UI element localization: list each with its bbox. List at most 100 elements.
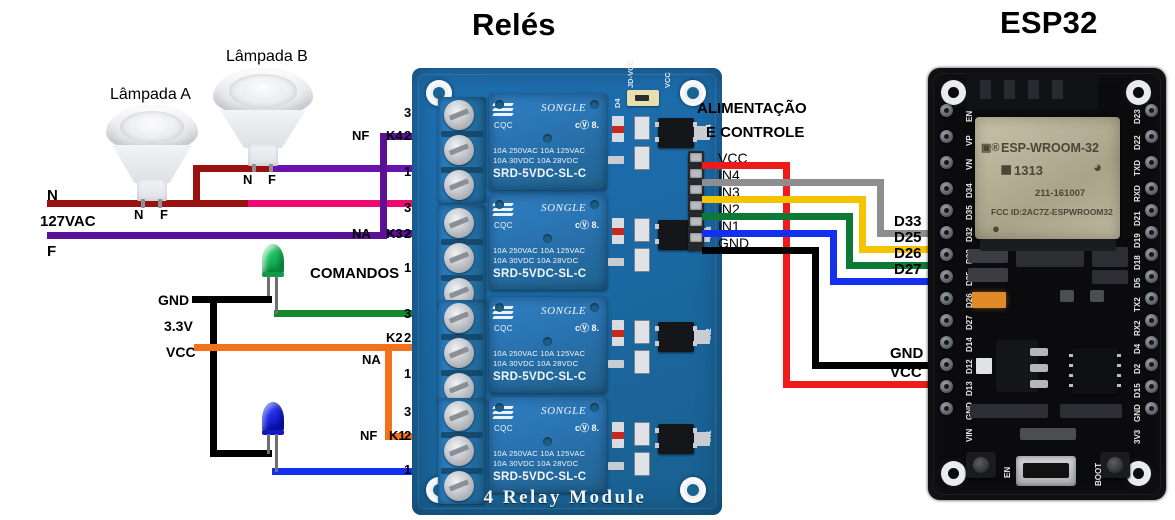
terminal-k2-pin1: 1	[404, 366, 412, 381]
terminal-screw-k1-3[interactable]	[444, 401, 474, 431]
esp-pin-hole-left[interactable]	[940, 248, 953, 261]
esp-logo-icon: ▣®	[981, 142, 1000, 154]
header-pin-in2[interactable]	[690, 201, 702, 210]
relay-cert: CQC	[494, 324, 513, 333]
terminal-block-k4[interactable]	[438, 97, 486, 203]
relay-cert: CQC	[494, 424, 513, 433]
esp-pin-hole-right[interactable]	[1145, 336, 1158, 349]
wire-gnd-black-h1	[702, 247, 818, 254]
diode-d3	[612, 218, 624, 244]
lamp-a-label-n: N	[134, 207, 144, 222]
jd-vcc-jumper[interactable]	[627, 90, 659, 106]
terminal-screw-k2-1[interactable]	[444, 373, 474, 403]
micro-usb-port[interactable]	[1016, 456, 1076, 486]
esp-pinlabel-d4: D4	[1133, 343, 1142, 354]
header-pin-in3[interactable]	[690, 185, 702, 194]
relay-header-strip[interactable]	[688, 151, 704, 251]
esp-pin-hole-left[interactable]	[940, 402, 953, 415]
en-button-label: EN	[1003, 466, 1012, 478]
relay-hole	[543, 134, 552, 143]
led-green-leg-2	[275, 276, 278, 314]
wire-vcc-red-h1	[702, 162, 787, 169]
esp-pin-hole-left[interactable]	[940, 358, 953, 371]
terminal-screw-k3-2[interactable]	[444, 243, 474, 273]
boot-button[interactable]	[1100, 452, 1130, 478]
esp-module-pads	[980, 239, 1116, 251]
esp-pin-hole-left[interactable]	[940, 380, 953, 393]
lamp-b-inner-ring	[242, 79, 284, 100]
terminal-block-k3[interactable]	[438, 205, 486, 311]
esp-pin-hole-left[interactable]	[940, 336, 953, 349]
terminal-screw-k3-3[interactable]	[444, 208, 474, 238]
header-pin-gnd[interactable]	[690, 233, 702, 242]
esp-pinlabel-d32: D32	[965, 227, 974, 242]
esp-pin-hole-right[interactable]	[1145, 182, 1158, 195]
terminal-k4-contact: NF	[352, 128, 370, 143]
esp-pin-hole-right[interactable]	[1145, 248, 1158, 261]
esp-pin-hole-left[interactable]	[940, 156, 953, 169]
esp-pin-hole-right[interactable]	[1145, 204, 1158, 217]
esp-pin-hole-left[interactable]	[940, 226, 953, 239]
wire-neutral-to-lampA	[193, 165, 293, 172]
terminal-screw-k2-3[interactable]	[444, 303, 474, 333]
led-blue-leg-1	[267, 434, 270, 454]
esp-pin-hole-right[interactable]	[1145, 292, 1158, 305]
wire-gnd-bottom	[210, 450, 272, 457]
terminal-k3-pin1: 1	[404, 260, 412, 275]
silk-vcc: VCC	[663, 72, 672, 88]
lamp-b	[213, 68, 313, 172]
wire-phase-lampA-magenta	[248, 200, 448, 207]
header-pin-in1[interactable]	[690, 217, 702, 226]
smd-pad	[608, 156, 624, 164]
terminal-screw-k4-3[interactable]	[444, 100, 474, 130]
en-button[interactable]	[966, 452, 996, 478]
relay-module-board[interactable]: SONGLE CQC cⓋ​ 8. 10A 250VAC 10A 125VAC …	[412, 60, 722, 515]
terminal-block-k2[interactable]	[438, 300, 486, 406]
esp32-pcb-antenna	[966, 72, 1098, 110]
esp-pinlabel-d12: D12	[965, 359, 974, 374]
esp-pin-hole-left[interactable]	[940, 270, 953, 283]
terminal-slot	[441, 468, 483, 474]
wire-phase-bus-riser	[380, 133, 387, 237]
relay-ul-mark: cⓋ​ 8.	[574, 423, 599, 433]
lamp-b-pin-n	[252, 164, 256, 172]
esp-pin-hole-left[interactable]	[940, 130, 953, 143]
esp-pin-hole-left[interactable]	[940, 182, 953, 195]
terminal-k3-pin2: 2	[404, 226, 412, 241]
esp-pin-hole-right[interactable]	[1145, 226, 1158, 239]
relay-spec-2: 10A 30VDC 10A 28VDC	[493, 156, 579, 165]
esp-pin-hole-right[interactable]	[1145, 130, 1158, 143]
relay-hole	[495, 100, 504, 109]
esp-pin-hole-right[interactable]	[1145, 380, 1158, 393]
relay-spec-2: 10A 30VDC 10A 28VDC	[493, 359, 579, 368]
esp-pin-hole-left[interactable]	[940, 204, 953, 217]
terminal-screw-k1-2[interactable]	[444, 436, 474, 466]
esp-pin-hole-right[interactable]	[1145, 402, 1158, 415]
esp-pin-hole-right[interactable]	[1145, 270, 1158, 283]
terminal-screw-k2-2[interactable]	[444, 338, 474, 368]
esp-pin-hole-right[interactable]	[1145, 358, 1158, 371]
header-pin-in4[interactable]	[690, 169, 702, 178]
module-name: ESP-WROOM-32	[1001, 141, 1099, 155]
wire-in1-blue-v	[830, 230, 837, 282]
wire-gnd-black-v	[812, 247, 819, 365]
label-neutral: N	[47, 187, 58, 204]
boot-button-label: BOOT	[1094, 462, 1103, 486]
terminal-screw-k4-2[interactable]	[444, 135, 474, 165]
terminal-k1-pin2: 2	[404, 428, 412, 443]
esp-pin-hole-left[interactable]	[940, 314, 953, 327]
header-pin-vcc[interactable]	[690, 153, 702, 162]
esp-pin-hole-left[interactable]	[940, 292, 953, 305]
esp-pin-hole-right[interactable]	[1145, 156, 1158, 169]
lamp-a-base	[137, 179, 167, 201]
terminal-screw-k4-1[interactable]	[444, 170, 474, 200]
esp-pin-hole-right[interactable]	[1145, 104, 1158, 117]
terminal-screw-k3-1[interactable]	[444, 278, 474, 308]
lamp-b-cone	[220, 110, 306, 148]
esp-pinlabel-d21: D21	[1133, 211, 1142, 226]
page-title-esp32: ESP32	[1000, 5, 1098, 40]
esp-pin-hole-left[interactable]	[940, 104, 953, 117]
resistor-r1	[634, 452, 650, 476]
esp-pin-hole-right[interactable]	[1145, 314, 1158, 327]
lamp-a	[106, 105, 198, 208]
